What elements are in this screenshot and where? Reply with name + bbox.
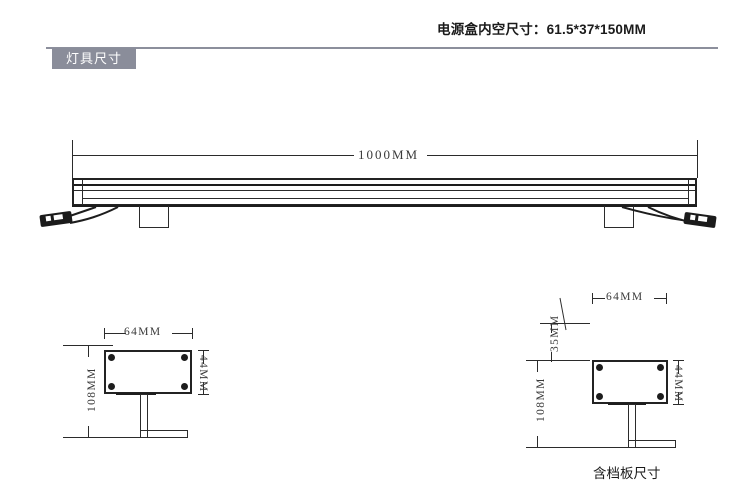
- left-dim-line-height-a: [203, 350, 204, 364]
- connector-pin: [45, 215, 52, 222]
- dim-ext-line-left: [72, 140, 73, 178]
- mount-tab-left: [96, 205, 118, 207]
- header-divider: [46, 47, 718, 49]
- right-dim-ext-overall-top: [526, 360, 556, 361]
- left-dim-tick-height-top: [198, 350, 209, 351]
- power-connector-left: [39, 210, 73, 228]
- right-dim-line-width-b: [654, 298, 666, 299]
- fixture-lens-line-top: [74, 184, 695, 186]
- screw-icon: [657, 393, 664, 400]
- dim-ext-line-right: [697, 140, 698, 178]
- right-dimension-label-overall-height: 108MM: [535, 377, 547, 422]
- left-dim-line-width-a: [104, 333, 126, 334]
- left-dim-line-height-b: [203, 382, 204, 394]
- left-section-body: [104, 350, 192, 394]
- connector-pin: [697, 215, 708, 222]
- left-dim-ext-bottom: [63, 437, 188, 438]
- right-dim-tick-width-start: [592, 293, 593, 304]
- mount-tab-right: [648, 205, 670, 207]
- right-dim-ext-overall-bottom: [526, 447, 648, 448]
- right-dim-ext-baffle-bottom: [540, 360, 590, 361]
- screw-icon: [596, 364, 603, 371]
- right-dim-line-height-a: [678, 360, 679, 374]
- section-title-fixture-dimensions: 灯具尺寸: [52, 48, 136, 69]
- right-dim-tick-height-bottom: [673, 404, 684, 405]
- right-dim-tick-overall-top: [537, 360, 538, 372]
- right-bracket-plate: [608, 403, 646, 405]
- right-dim-line-width-a: [592, 298, 605, 299]
- left-bracket-plate: [116, 393, 156, 395]
- right-dim-ext-baffle-top: [540, 323, 590, 324]
- fixture-base-rail: [72, 205, 697, 207]
- screw-icon: [181, 383, 188, 390]
- left-dim-tick-overall-top: [88, 345, 89, 357]
- right-view-caption: 含档板尺寸: [593, 466, 661, 481]
- right-dim-tick-width-end: [666, 293, 667, 304]
- left-dim-tick-overall-bottom: [88, 426, 89, 438]
- fixture-endcap-left: [82, 180, 83, 206]
- left-dim-line-width-b: [172, 333, 192, 334]
- screw-icon: [596, 393, 603, 400]
- left-dim-tick-width-start: [104, 328, 105, 339]
- power-connector-right: [683, 211, 717, 229]
- dimension-label-length: 1000MM: [358, 147, 420, 162]
- fixture-lens-line-mid: [74, 190, 695, 191]
- right-dimension-label-width: 64MM: [606, 291, 644, 303]
- right-bracket-stem: [628, 404, 636, 447]
- right-bracket-foot: [628, 440, 676, 448]
- power-box-spec-note: 电源盒内空尺寸：61.5*37*150MM: [437, 22, 647, 37]
- right-dimension-label-height: 44MM: [672, 365, 684, 403]
- right-dim-tick-baffle-top: [551, 323, 552, 333]
- right-dim-tick-overall-bottom: [537, 436, 538, 448]
- left-dimension-label-height: 44MM: [197, 355, 209, 393]
- right-dim-tick-height-top: [673, 360, 684, 361]
- mount-tab-right-inner: [600, 205, 622, 207]
- left-bracket-stem: [140, 394, 148, 437]
- right-dimension-label-offset: 35MM: [549, 314, 561, 352]
- mount-tab-left-inner: [142, 205, 164, 207]
- connector-pin: [689, 214, 696, 221]
- fixture-body-line-lower: [82, 198, 689, 199]
- screw-icon: [657, 364, 664, 371]
- screw-icon: [108, 354, 115, 361]
- mounting-bracket-right: [604, 206, 634, 228]
- fixture-housing-outline: [72, 178, 697, 206]
- right-dim-tick-baffle-bottom: [551, 352, 552, 362]
- fixture-endcap-right: [688, 180, 689, 206]
- dim-line-length-left: [72, 155, 354, 156]
- left-dim-tick-height-bottom: [198, 394, 209, 395]
- right-dim-line-height-b: [678, 392, 679, 404]
- dim-line-length-right: [427, 155, 697, 156]
- left-dimension-label-width: 64MM: [124, 326, 162, 338]
- left-dim-tick-width-end: [192, 328, 193, 339]
- screw-icon: [108, 383, 115, 390]
- connector-pin: [53, 214, 64, 221]
- mounting-bracket-left: [139, 206, 169, 228]
- screw-icon: [181, 354, 188, 361]
- left-dimension-label-overall-height: 108MM: [86, 367, 98, 412]
